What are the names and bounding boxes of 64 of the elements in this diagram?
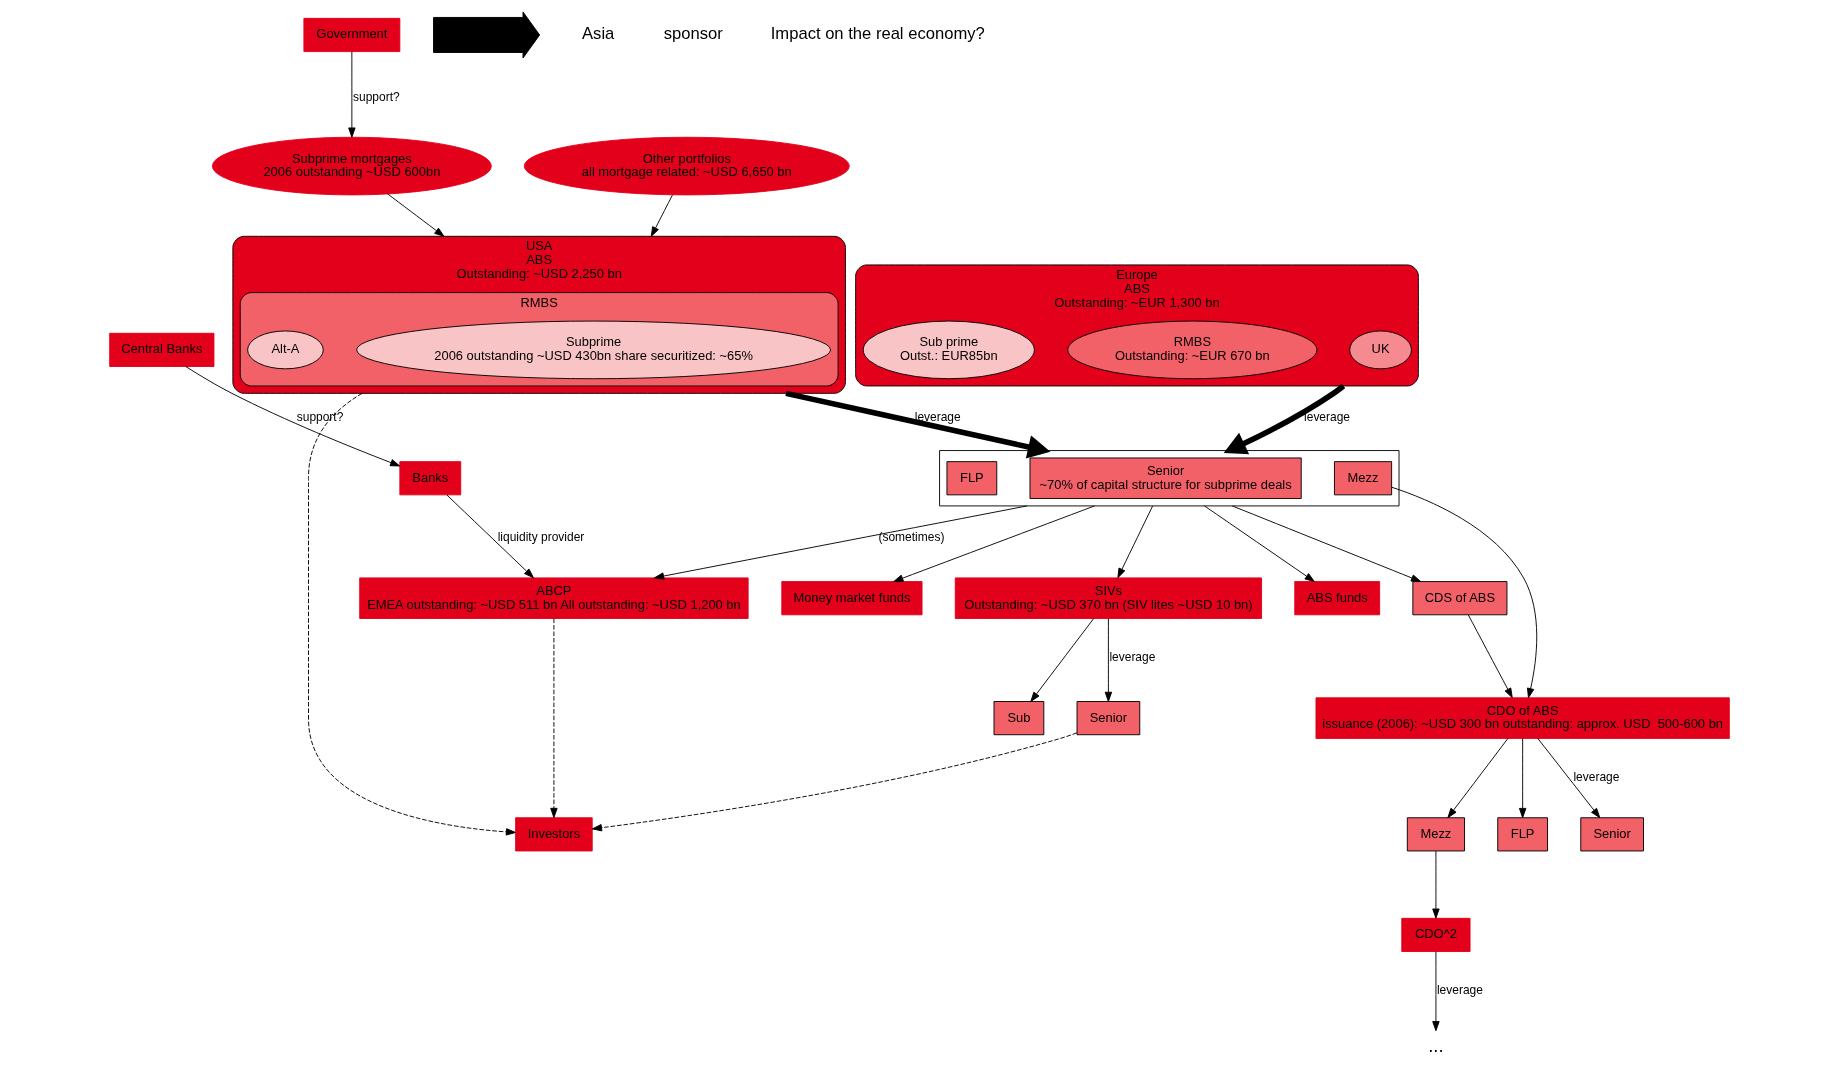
arrow — [1431, 951, 1440, 1032]
node-box: Mezz — [1333, 461, 1392, 496]
arrow — [1116, 505, 1153, 579]
arrow — [591, 732, 1077, 832]
node-box: CDO of ABS issuance (2006): ~USD 300 bn outstanding: approx. USD 500-600 bn — [1315, 697, 1730, 739]
node-ellipse: RMBS Outstanding: ~EUR 670 bn — [1066, 320, 1317, 380]
node-box: Sub — [993, 701, 1044, 736]
arrow — [1431, 850, 1440, 919]
node-box: Investors — [514, 817, 593, 852]
edge-label: leverage — [1303, 410, 1350, 425]
node-box: Banks — [398, 461, 461, 496]
node-ellipse: Subprime mortgages 2006 outstanding ~USD 600bn — [211, 136, 492, 196]
arrow — [653, 505, 1027, 580]
edge-label: leverage — [1436, 983, 1483, 998]
node-box: Mezz — [1406, 817, 1465, 852]
edge-label: liquidity provider — [497, 530, 584, 545]
node-box: ABS funds — [1293, 581, 1380, 616]
node-box: Central Banks — [108, 332, 214, 367]
node-box: FLP — [946, 461, 997, 496]
node-box: Senior — [1076, 701, 1140, 736]
node-box: FLP — [1496, 817, 1548, 852]
arrow — [1223, 383, 1345, 455]
node-box: Money market funds — [780, 581, 922, 616]
arrow — [1029, 618, 1094, 702]
node-text: ... — [1427, 1035, 1444, 1057]
arrow — [784, 390, 1050, 459]
arrow — [185, 366, 400, 467]
node-bolt — [432, 11, 540, 59]
label: Asia — [581, 24, 614, 44]
edge-label: leverage — [1572, 770, 1619, 785]
arrow — [1467, 614, 1513, 699]
node-ellipse: Subprime 2006 outstanding ~USD 430bn share securitized: ~65% — [355, 320, 831, 380]
cluster — [938, 450, 1399, 507]
label: Impact on the real economy? — [770, 24, 985, 44]
node-ellipse: UK — [1348, 330, 1412, 370]
arrow — [307, 392, 516, 836]
node-ellipse: Other portfolios all mortgage related: ~USD 6,650 bn — [523, 136, 850, 196]
node-box: Government — [302, 17, 400, 53]
arrow — [1231, 505, 1421, 582]
arrow — [549, 618, 558, 818]
node-box: CDO^2 — [1400, 917, 1470, 952]
edge-label: support? — [296, 410, 343, 425]
arrow — [650, 194, 673, 237]
arrow — [1518, 738, 1526, 819]
arrow — [1390, 486, 1537, 699]
arrow — [1104, 618, 1112, 702]
node-box: CDS of ABS — [1411, 581, 1507, 616]
arrow — [1446, 738, 1508, 819]
arrow — [892, 505, 1095, 582]
node-box: SIVs Outstanding: ~USD 370 bn (SIV lites ~USD 10 bn) — [954, 577, 1262, 619]
arrow — [386, 193, 444, 237]
node-box: Senior ~70% of capital structure for subprime deals — [1029, 457, 1302, 499]
edge-label: support? — [352, 89, 400, 104]
arrow — [1203, 505, 1315, 582]
arrow — [446, 494, 534, 579]
label: sponsor — [663, 24, 723, 44]
node-ellipse: Sub prime Outst.: EUR85bn — [862, 320, 1035, 380]
arrow — [1536, 738, 1600, 819]
node-ellipse: Alt-A — [246, 330, 324, 370]
node-box: ABCP EMEA outstanding: ~USD 511 bn All outstanding: ~USD 1,200 bn — [358, 577, 749, 619]
node-box: Senior — [1579, 817, 1644, 852]
arrow — [347, 51, 356, 138]
edge-label: (sometimes) — [877, 530, 944, 545]
edge-label: leverage — [1108, 650, 1155, 665]
